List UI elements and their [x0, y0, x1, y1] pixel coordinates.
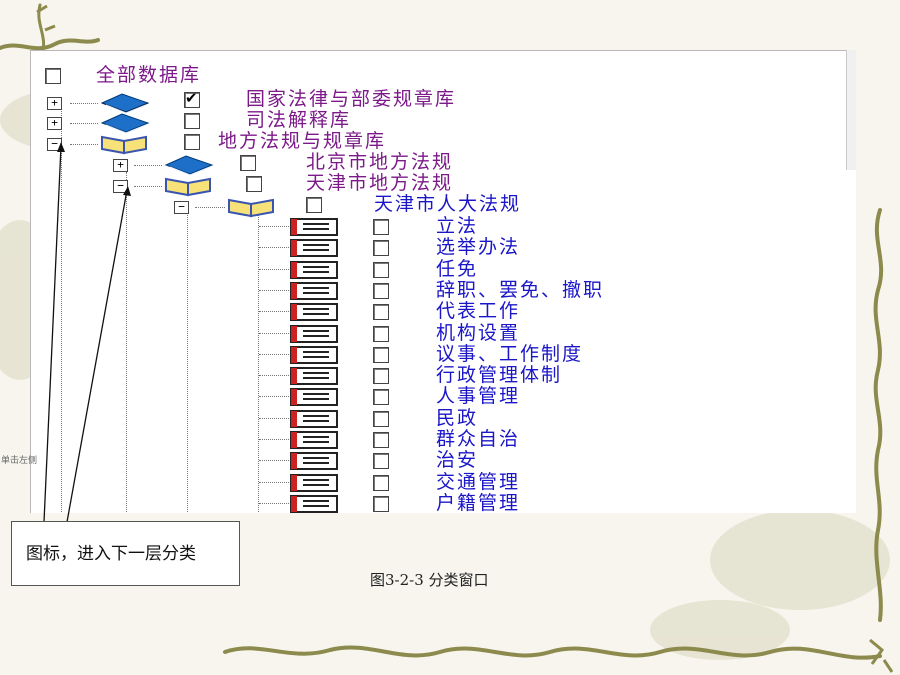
tree-connector-line [259, 503, 289, 504]
document-icon [290, 388, 338, 406]
category-label[interactable]: 人事管理 [436, 385, 521, 407]
category-checkbox[interactable] [373, 347, 389, 363]
category-checkbox[interactable] [373, 283, 389, 299]
open-book-icon [165, 177, 211, 197]
database-label[interactable]: 地方法规与规章库 [218, 130, 387, 152]
figure-caption: 图3-2-3 分类窗口 [370, 571, 489, 589]
database-checkbox[interactable] [184, 134, 200, 150]
open-book-icon [228, 198, 274, 218]
category-tree-panel [30, 50, 856, 513]
document-icon [290, 218, 338, 236]
category-checkbox[interactable] [373, 389, 389, 405]
database-checkbox[interactable] [184, 89, 200, 108]
document-icon [290, 367, 338, 385]
closed-book-icon [100, 113, 150, 134]
tree-connector-line [259, 439, 289, 440]
category-checkbox[interactable] [373, 432, 389, 448]
tree-connector-line [70, 144, 98, 145]
tree-connector-line [259, 269, 289, 270]
tree-connector-line [259, 375, 289, 376]
expand-toggle-icon[interactable]: + [47, 97, 62, 110]
category-label[interactable]: 议事、工作制度 [436, 343, 584, 365]
closed-book-icon [164, 155, 214, 176]
tree-connector-line [259, 290, 289, 291]
category-label[interactable]: 治安 [436, 449, 479, 471]
category-label[interactable]: 选举办法 [436, 236, 521, 258]
category-label[interactable]: 代表工作 [436, 300, 521, 322]
tree-connector-line [259, 354, 289, 355]
document-icon [290, 495, 338, 513]
region-checkbox[interactable] [240, 155, 256, 171]
category-label[interactable]: 辞职、罢免、撤职 [436, 279, 605, 301]
database-label[interactable]: 司法解释库 [246, 109, 352, 131]
expand-toggle-icon[interactable]: + [47, 117, 62, 130]
subgroup-checkbox[interactable] [306, 197, 322, 213]
tree-connector-line [187, 215, 188, 512]
tree-connector-line [134, 165, 162, 166]
category-label[interactable]: 户籍管理 [436, 492, 521, 514]
document-icon [290, 239, 338, 257]
document-icon [290, 346, 338, 364]
document-icon [290, 303, 338, 321]
category-checkbox[interactable] [373, 411, 389, 427]
category-checkbox[interactable] [373, 453, 389, 469]
open-book-icon [101, 135, 147, 155]
root-label[interactable]: 全部数据库 [96, 64, 202, 86]
category-label[interactable]: 群众自治 [436, 428, 521, 450]
tree-connector-line [259, 311, 289, 312]
tree-connector-line [259, 396, 289, 397]
tree-connector-line [259, 226, 289, 227]
callout-box: 图标，进入下一层分类 [11, 521, 240, 586]
tree-connector-line [126, 172, 127, 512]
collapse-toggle-icon[interactable]: − [174, 201, 189, 214]
subgroup-label[interactable]: 天津市人大法规 [374, 193, 522, 215]
tree-connector-line [259, 247, 289, 248]
tree-connector-line [259, 333, 289, 334]
tree-connector-line [134, 186, 162, 187]
category-checkbox[interactable] [373, 326, 389, 342]
category-checkbox[interactable] [373, 219, 389, 235]
tree-connector-line [259, 460, 289, 461]
document-icon [290, 452, 338, 470]
category-checkbox[interactable] [373, 496, 389, 512]
category-checkbox[interactable] [373, 240, 389, 256]
category-label[interactable]: 立法 [436, 215, 479, 237]
category-checkbox[interactable] [373, 262, 389, 278]
category-label[interactable]: 任免 [436, 258, 479, 280]
region-checkbox[interactable] [246, 176, 262, 192]
side-note: 单击左侧 [1, 456, 38, 466]
tree-connector-line [258, 215, 259, 512]
document-icon [290, 325, 338, 343]
category-checkbox[interactable] [373, 304, 389, 320]
expand-toggle-icon[interactable]: + [113, 159, 128, 172]
document-icon [290, 282, 338, 300]
vertical-scrollbar[interactable] [846, 50, 856, 170]
region-label[interactable]: 北京市地方法规 [306, 151, 454, 173]
document-icon [290, 261, 338, 279]
tree-connector-line [61, 108, 62, 512]
document-icon [290, 410, 338, 428]
collapse-toggle-icon[interactable]: − [113, 180, 128, 193]
category-checkbox[interactable] [373, 368, 389, 384]
tree-connector-line [259, 482, 289, 483]
database-checkbox[interactable] [184, 113, 200, 129]
category-checkbox[interactable] [373, 475, 389, 491]
document-icon [290, 431, 338, 449]
tree-connector-line [70, 103, 98, 104]
tree-connector-line [259, 418, 289, 419]
category-label[interactable]: 民政 [436, 407, 479, 429]
region-label[interactable]: 天津市地方法规 [306, 172, 454, 194]
category-label[interactable]: 机构设置 [436, 322, 521, 344]
database-label[interactable]: 国家法律与部委规章库 [246, 88, 457, 110]
category-label[interactable]: 交通管理 [436, 471, 521, 493]
closed-book-icon [100, 93, 150, 114]
document-icon [290, 474, 338, 492]
tree-connector-line [195, 207, 225, 208]
root-checkbox[interactable] [45, 68, 61, 84]
category-label[interactable]: 行政管理体制 [436, 364, 563, 386]
tree-connector-line [70, 123, 98, 124]
